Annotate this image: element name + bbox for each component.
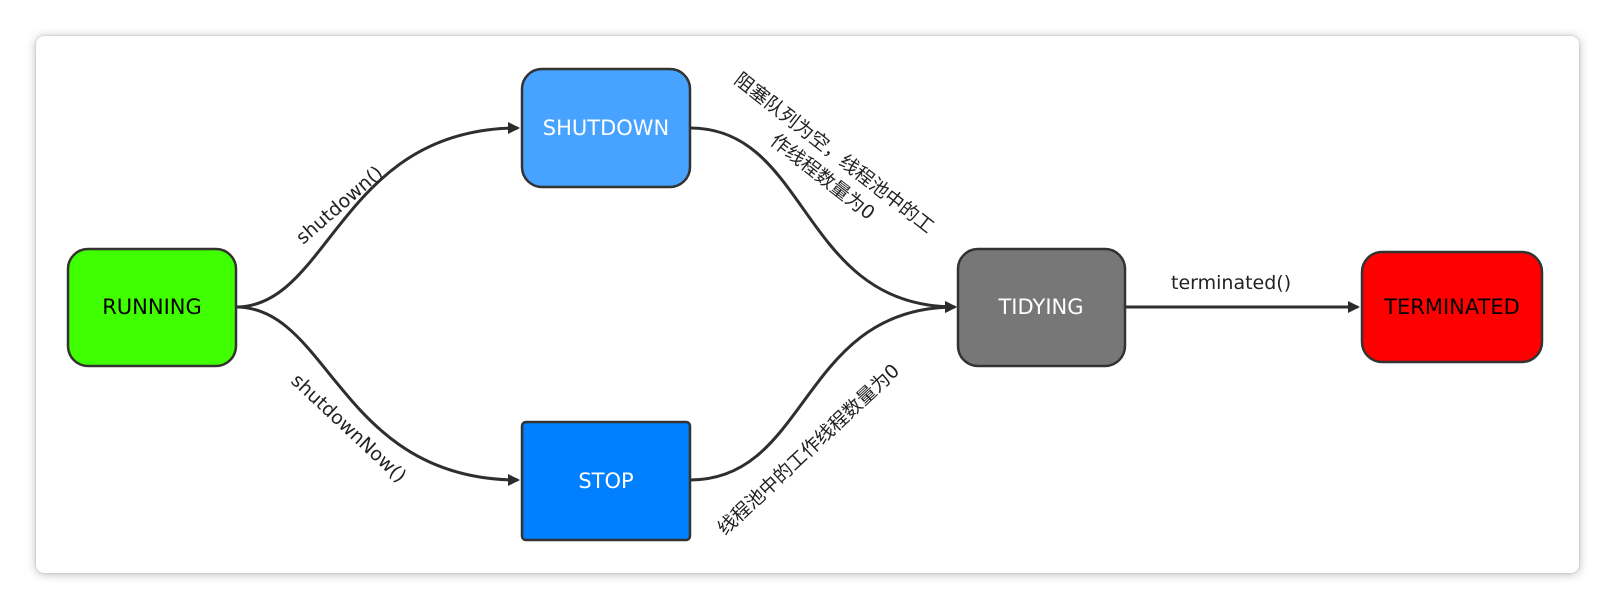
diagram-card <box>36 36 1579 573</box>
node-terminated-label: TERMINATED <box>1383 295 1520 319</box>
node-stop: STOP <box>520 420 692 542</box>
edge-label-shutdown: shutdown() <box>292 162 388 249</box>
edge-stop-to-tidying <box>689 301 957 482</box>
node-shutdown: SHUTDOWN <box>520 67 692 189</box>
edge-label-workers-zero: 线程池中的工作线程数量为0 <box>713 360 904 540</box>
node-shutdown-label: SHUTDOWN <box>543 116 670 140</box>
node-running-label: RUNNING <box>102 295 202 319</box>
edge-label-shutdownnow: shutdownNow() <box>287 370 411 488</box>
node-tidying-label: TIDYING <box>997 295 1083 319</box>
edge-running-to-shutdown <box>235 122 520 309</box>
node-terminated: TERMINATED <box>1360 250 1544 364</box>
edge-label-terminated: terminated() <box>1171 272 1291 294</box>
edge-label-queue-empty-line1: 阻塞队列为空，线程池中的工 <box>730 69 938 238</box>
edge-running-to-stop <box>235 305 520 486</box>
node-stop-label: STOP <box>578 469 633 493</box>
edge-shutdown-to-tidying <box>689 126 957 313</box>
node-tidying: TIDYING <box>956 247 1127 368</box>
node-running: RUNNING <box>66 247 238 368</box>
